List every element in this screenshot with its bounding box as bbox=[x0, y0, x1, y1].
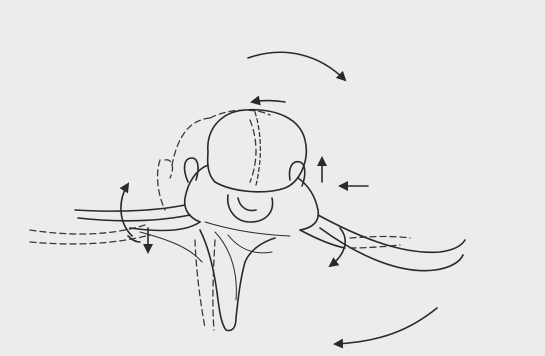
vertebra-diagram bbox=[0, 0, 545, 356]
paper-background bbox=[0, 0, 545, 356]
diagram-canvas bbox=[0, 0, 545, 356]
